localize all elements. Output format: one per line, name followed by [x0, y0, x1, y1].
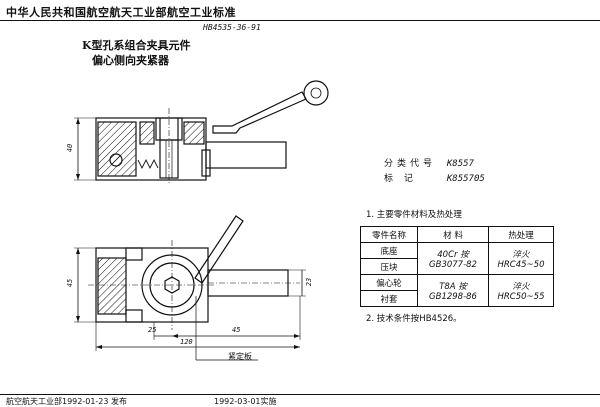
dim-diameter: 23 — [305, 277, 314, 287]
class-code-value: K8557 — [446, 159, 474, 169]
cell-material: T8A 按GB1298-86 — [417, 274, 489, 307]
header-rule — [0, 20, 600, 21]
cell-part: 衬套 — [360, 290, 418, 307]
mark-row: 标 记 K855705 — [384, 171, 485, 184]
top-view — [74, 215, 306, 361]
table-header-row: 零件名称 材 料 热处理 — [360, 226, 554, 243]
note-1: 1. 主要零件材料及热处理 — [366, 210, 462, 220]
title-line-2: 偏心侧向夹紧器 — [92, 54, 169, 67]
front-view — [74, 80, 329, 185]
dim-width-45: 45 — [232, 326, 241, 334]
standard-organization: 中华人民共和国航空航天工业部航空工业标准 — [6, 6, 236, 19]
cell-heat: 淬火HRC50~55 — [488, 274, 554, 307]
header-material: 材 料 — [417, 226, 489, 243]
leader-label: 紧定板 — [228, 352, 252, 361]
cell-heat: 淬火HRC45~50 — [488, 242, 554, 275]
cell-part: 偏心轮 — [360, 274, 418, 291]
dim-height-front: 40 — [66, 143, 75, 153]
header-part-name: 零件名称 — [360, 226, 418, 243]
footer-rule — [0, 394, 600, 395]
material-table: 零件名称 材 料 热处理 底座 40Cr 按GB3077-82 淬火HRC45~… — [360, 226, 554, 307]
cell-part: 压块 — [360, 258, 418, 275]
note-2: 2. 技术条件按HB4526。 — [366, 314, 462, 324]
table-row: 底座 40Cr 按GB3077-82 淬火HRC45~50 — [360, 242, 554, 275]
header-heat-treatment: 热处理 — [488, 226, 554, 243]
class-code-row: 分类代号 K8557 — [384, 156, 474, 169]
standard-number: HB4535-36-91 — [203, 23, 261, 32]
mark-label: 标 记 — [384, 174, 417, 184]
title-line-1: K型孔系组合夹具元件 — [82, 39, 191, 52]
table-row: 偏心轮 T8A 按GB1298-86 淬火HRC50~55 — [360, 274, 554, 307]
issued-date: 航空航天工业部1992-01-23 发布 — [6, 397, 128, 406]
dim-height-top: 45 — [66, 278, 75, 288]
class-code-label: 分类代号 — [384, 159, 437, 169]
effective-date: 1992-03-01实施 — [214, 397, 277, 406]
mark-value: K855705 — [446, 174, 485, 184]
cell-part: 底座 — [360, 242, 418, 259]
dim-width-120: 120 — [180, 338, 193, 346]
table-row: 衬套 — [360, 290, 554, 307]
cell-material: 40Cr 按GB3077-82 — [417, 242, 489, 275]
dim-offset-25: 25 — [148, 326, 157, 334]
